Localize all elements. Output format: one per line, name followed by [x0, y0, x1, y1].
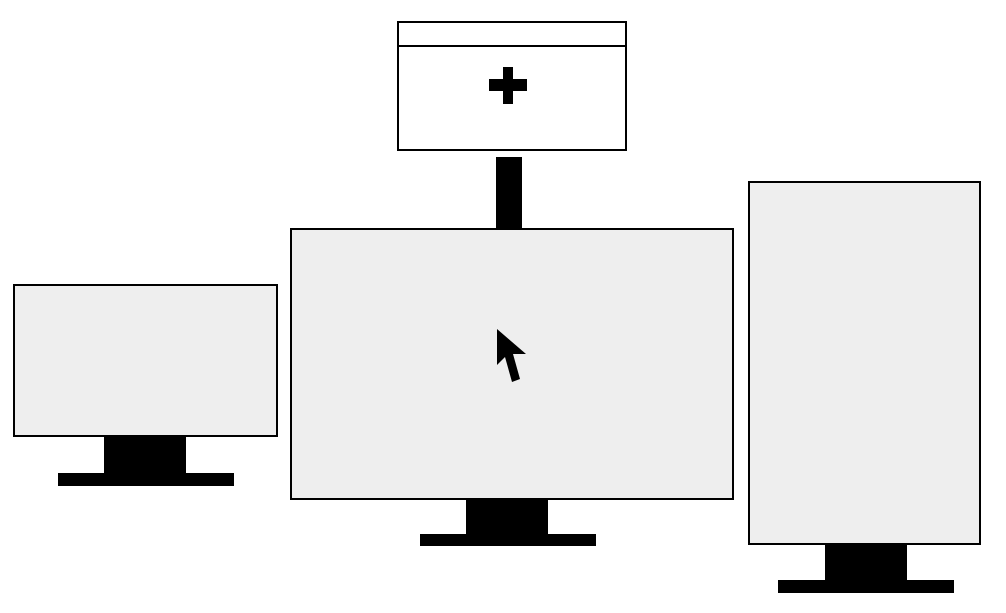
- mouse-cursor-icon: [497, 329, 526, 382]
- left-monitor-screen: [13, 284, 278, 437]
- right-monitor: [748, 181, 981, 593]
- center-monitor-base: [420, 534, 596, 546]
- right-monitor-base: [778, 580, 954, 593]
- app-window: [397, 21, 627, 151]
- left-monitor-base: [58, 473, 234, 486]
- center-monitor: [290, 228, 734, 546]
- window-titlebar: [399, 23, 625, 47]
- left-monitor: [13, 284, 278, 486]
- plus-icon: [489, 67, 527, 104]
- left-monitor-neck: [104, 437, 186, 473]
- right-monitor-neck: [825, 545, 907, 580]
- center-monitor-neck: [466, 500, 548, 534]
- right-monitor-screen: [748, 181, 981, 545]
